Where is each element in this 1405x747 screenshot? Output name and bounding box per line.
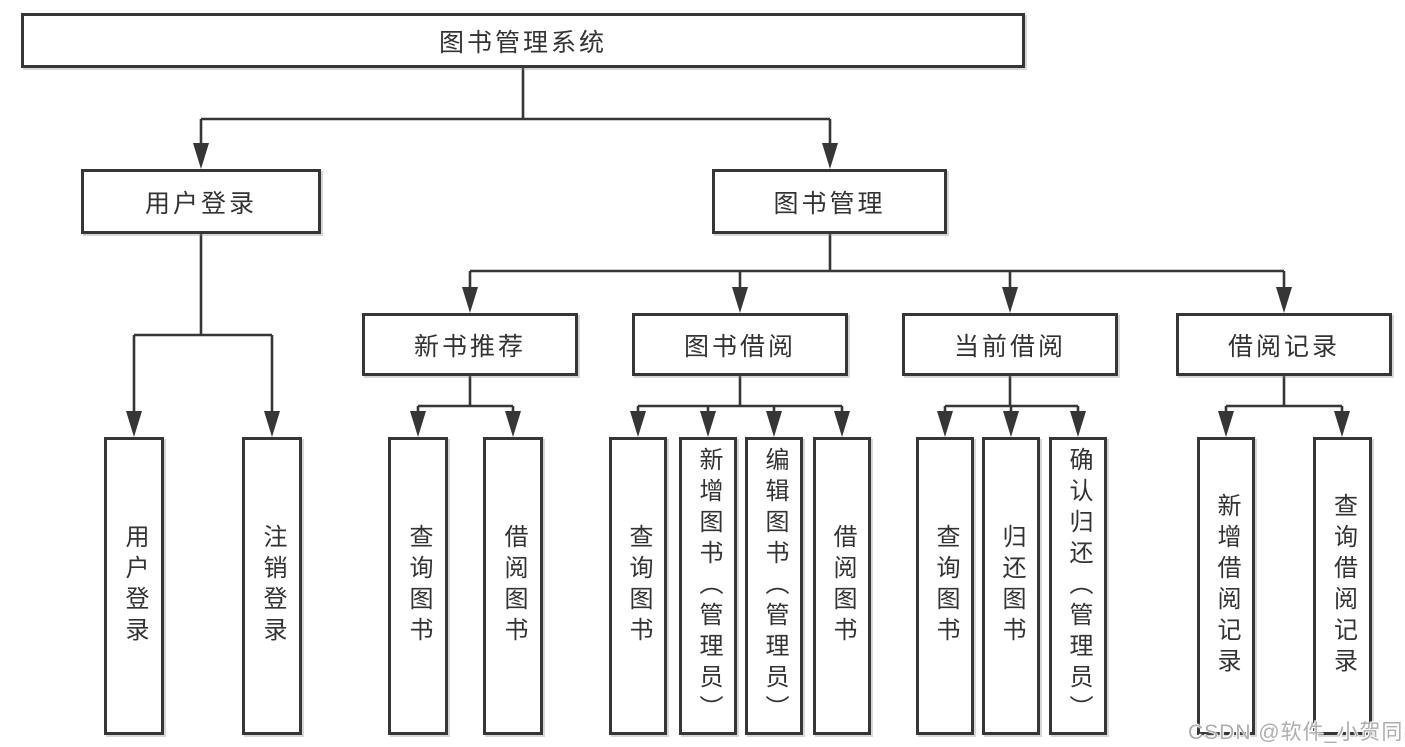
leaf-borrow-books-recommend: 借阅图书 bbox=[483, 437, 543, 735]
node-new-book-recommend: 新书推荐 bbox=[362, 313, 578, 376]
node-book-management: 图书管理 bbox=[712, 169, 947, 234]
node-root-system-label: 图书管理系统 bbox=[438, 28, 607, 57]
leaf-confirm-return-admin: 确认归还（管理员） bbox=[1049, 437, 1107, 735]
leaf-user-login: 用户登录 bbox=[104, 437, 164, 735]
leaf-query-books-borrow-label: 查询图书 bbox=[625, 524, 652, 648]
leaf-return-book-label: 归还图书 bbox=[998, 524, 1025, 648]
leaf-borrow-book: 借阅图书 bbox=[813, 437, 871, 735]
leaf-return-book: 归还图书 bbox=[982, 437, 1040, 735]
node-user-login: 用户登录 bbox=[81, 169, 321, 234]
leaf-query-books-recommend-label: 查询图书 bbox=[405, 524, 432, 648]
node-book-borrow: 图书借阅 bbox=[632, 313, 848, 376]
node-root-system: 图书管理系统 bbox=[21, 13, 1025, 68]
node-book-borrow-label: 图书借阅 bbox=[683, 332, 796, 361]
leaf-query-borrow-record-label: 查询借阅记录 bbox=[1329, 493, 1357, 679]
leaf-query-books-recommend: 查询图书 bbox=[388, 437, 448, 735]
leaf-logout: 注销登录 bbox=[242, 437, 302, 735]
leaf-add-book-admin: 新增图书（管理员） bbox=[679, 437, 737, 735]
arrowheads bbox=[126, 143, 1350, 437]
leaf-add-borrow-record: 新增借阅记录 bbox=[1197, 437, 1255, 735]
leaf-query-books-borrow: 查询图书 bbox=[609, 437, 667, 735]
node-borrow-records: 借阅记录 bbox=[1176, 313, 1392, 376]
leaf-query-books-current: 查询图书 bbox=[916, 437, 974, 735]
leaf-logout-label: 注销登录 bbox=[259, 524, 286, 648]
leaf-edit-book-admin-label: 编辑图书（管理员） bbox=[761, 446, 788, 726]
node-user-login-label: 用户登录 bbox=[144, 189, 257, 218]
node-new-book-recommend-label: 新书推荐 bbox=[413, 332, 526, 361]
leaf-edit-book-admin: 编辑图书（管理员） bbox=[745, 437, 803, 735]
node-book-management-label: 图书管理 bbox=[773, 189, 886, 218]
connector-lines bbox=[132, 68, 1344, 414]
leaf-user-login-label: 用户登录 bbox=[121, 524, 148, 648]
leaf-borrow-books-recommend-label: 借阅图书 bbox=[500, 524, 527, 648]
node-current-borrow: 当前借阅 bbox=[902, 313, 1118, 376]
leaf-add-borrow-record-label: 新增借阅记录 bbox=[1213, 493, 1240, 679]
leaf-add-book-admin-label: 新增图书（管理员） bbox=[695, 446, 722, 726]
leaf-borrow-book-label: 借阅图书 bbox=[829, 524, 856, 648]
leaf-query-borrow-record: 查询借阅记录 bbox=[1313, 437, 1372, 735]
leaf-confirm-return-admin-label: 确认归还（管理员） bbox=[1065, 446, 1092, 726]
watermark: CSDN @软件_小贺同学 bbox=[1188, 721, 1405, 744]
node-borrow-records-label: 借阅记录 bbox=[1227, 332, 1340, 361]
leaf-query-books-current-label: 查询图书 bbox=[932, 524, 959, 648]
node-current-borrow-label: 当前借阅 bbox=[953, 332, 1066, 361]
